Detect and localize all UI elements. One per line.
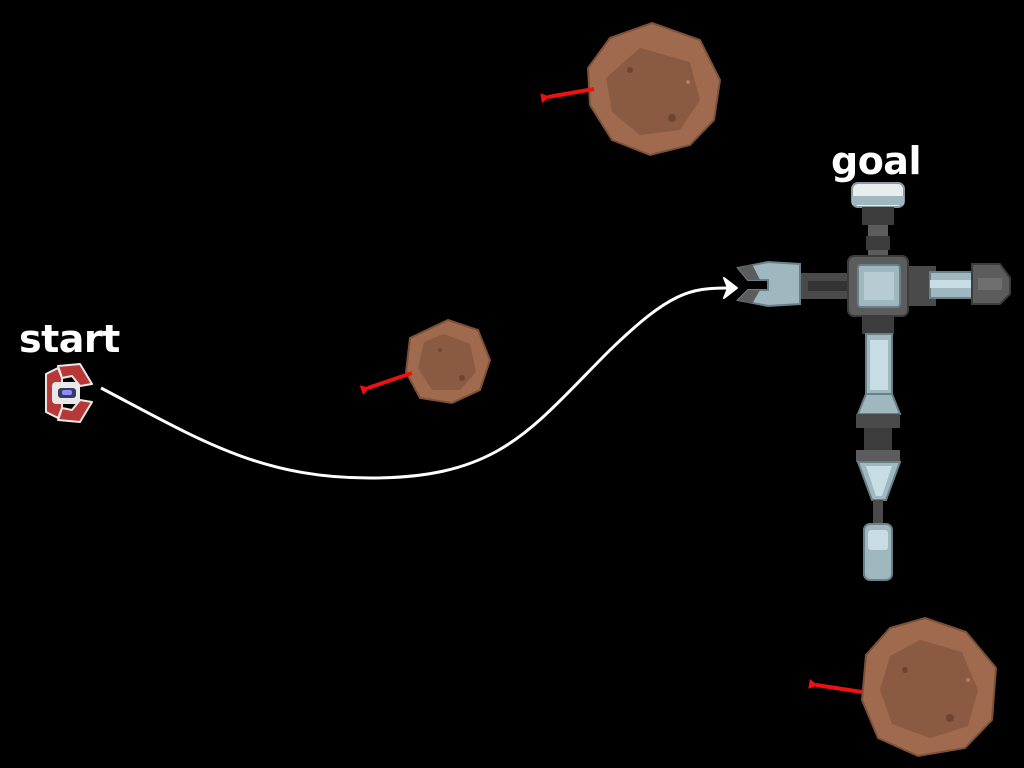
asteroid-bottom-velocity-arrow [808,679,863,694]
asteroid-middle-velocity-arrow [359,371,413,395]
start-label: start [19,317,120,361]
space-station-icon [735,182,1011,581]
spaceship-icon [45,363,93,423]
asteroid-middle [404,318,492,405]
trajectory-path [100,286,729,480]
asteroid-top [586,21,722,157]
trajectory-arrowhead [723,277,738,299]
asteroid-top-velocity-arrow [540,87,595,104]
goal-label: goal [831,139,921,183]
asteroid-bottom [860,616,998,758]
